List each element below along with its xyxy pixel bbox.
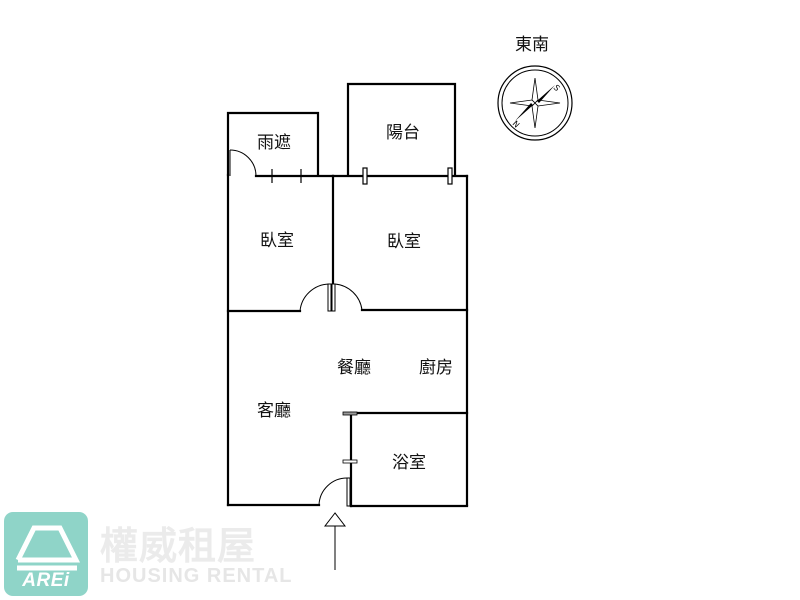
door-bedrooms bbox=[299, 283, 363, 312]
room-canopy: 雨遮 bbox=[226, 111, 320, 177]
house-icon bbox=[15, 525, 81, 571]
door-entrance bbox=[318, 477, 351, 507]
compass-north-mark: N bbox=[511, 119, 522, 130]
brand-logo-text: AREi bbox=[22, 570, 70, 591]
room-label-dining: 餐廳 bbox=[337, 358, 371, 378]
room-label-kitchen: 廚房 bbox=[419, 357, 453, 378]
door-canopy bbox=[229, 149, 257, 177]
room-label-bedroom-left: 臥室 bbox=[260, 231, 294, 251]
room-label-canopy: 雨遮 bbox=[257, 133, 291, 153]
room-label-bathroom: 浴室 bbox=[392, 453, 426, 473]
brand-name-en: HOUSING RENTAL bbox=[100, 565, 293, 587]
room-label-bedroom-right: 臥室 bbox=[387, 232, 421, 252]
compass-south-mark: S bbox=[552, 83, 562, 93]
brand-name-cn: 權威租屋 bbox=[100, 524, 257, 568]
room-label-balcony: 陽台 bbox=[386, 123, 420, 143]
room-label-living: 客廳 bbox=[257, 401, 291, 421]
brand-logo: AREi bbox=[4, 512, 88, 596]
room-balcony: 陽台 bbox=[346, 82, 457, 177]
compass-icon: S N bbox=[497, 65, 573, 141]
entrance-arrow-icon bbox=[323, 512, 347, 570]
room-bathroom: 浴室 bbox=[342, 411, 469, 508]
orientation-label: 東南 bbox=[515, 35, 549, 55]
